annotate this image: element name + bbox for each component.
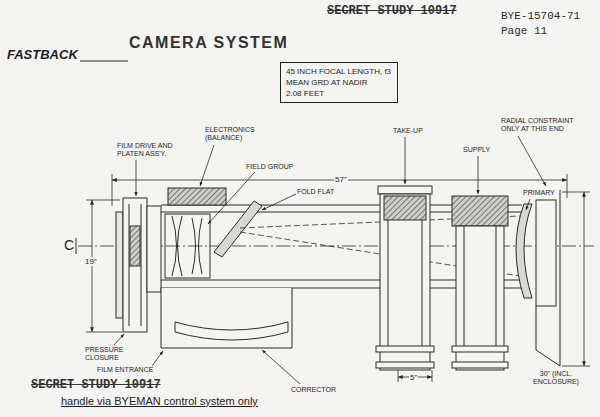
leader-line	[518, 136, 546, 186]
part-label: TAKE-UP	[392, 127, 424, 135]
dimension-lines	[86, 174, 590, 382]
film-drive-flange	[147, 206, 161, 292]
spec-box: 45 INCH FOCAL LENGTH, f3MEAN GRD AT NADI…	[280, 62, 398, 103]
enclosure-line	[560, 190, 561, 366]
spec-text: MEAN GRD AT NADIR	[286, 77, 368, 88]
security-marking: SECRET STUDY 10917	[326, 4, 458, 18]
leader-line	[152, 351, 163, 366]
spec-text: 2.08 FEET	[286, 88, 324, 99]
extension-line	[86, 200, 120, 201]
supply-shaft	[464, 226, 465, 346]
corrector-lens	[288, 322, 289, 332]
leader-line	[114, 334, 124, 345]
part-label: FOLD FLAT	[296, 188, 335, 196]
sheet-title: CAMERA SYSTEM	[128, 34, 289, 52]
take-up-disc	[376, 362, 434, 368]
supply-disc	[452, 346, 508, 352]
dimension-label: 19"	[84, 257, 98, 266]
take-up-frame	[380, 194, 430, 370]
field-lens	[178, 216, 183, 276]
extension-line	[86, 332, 122, 333]
spec-text: 45 INCH FOCAL LENGTH, f3	[286, 66, 391, 77]
supply-disc	[452, 362, 508, 368]
leader-line	[526, 199, 530, 210]
part-label: PRESSURE CLOSURE	[84, 346, 130, 362]
pressure-closure	[116, 212, 123, 318]
part-label: ELECTRONICS (BALANCE)	[204, 126, 262, 142]
leader-line	[136, 160, 137, 196]
primary-mirror	[516, 204, 532, 298]
dimension-line	[584, 192, 585, 366]
note-label: RADIAL CONSTRAINT ONLY AT THIS END	[500, 117, 584, 133]
leader-line	[200, 145, 214, 186]
extension-line	[432, 370, 433, 382]
take-up-shaft	[388, 220, 389, 346]
part-label: FILM DRIVE AND PLATEN ASS'Y.	[116, 142, 184, 158]
extension-line	[567, 174, 568, 198]
take-up-flange	[378, 186, 432, 194]
dimension-label: 57"	[334, 175, 348, 184]
title-underline	[80, 61, 128, 62]
platen-line	[141, 204, 142, 326]
centerline-symbol: C	[63, 238, 75, 253]
security-marking: SECRET STUDY 10917	[30, 378, 162, 392]
corrector-lens	[175, 322, 288, 330]
dimension-label: 30" (INCL. ENCLOSURE)	[516, 370, 596, 386]
camera-body	[76, 61, 594, 370]
extension-line	[562, 192, 590, 193]
leader-line	[405, 137, 406, 184]
take-up-shaft	[422, 220, 423, 346]
extension-line	[112, 174, 113, 206]
field-group-cell	[165, 214, 210, 278]
leader-line	[478, 156, 479, 194]
end-support	[536, 306, 560, 366]
platen-line	[129, 204, 130, 326]
end-housing	[536, 200, 556, 306]
centerline-mark	[76, 238, 77, 254]
platen	[130, 226, 140, 266]
extension-line	[398, 370, 399, 382]
program-name: FASTBACK	[6, 47, 79, 62]
electronics-box	[168, 188, 226, 205]
dimension-label: 5"	[409, 373, 418, 382]
part-label: SUPPLY	[462, 146, 491, 154]
take-up-disc	[376, 346, 434, 352]
part-label: FIELD GROUP	[245, 163, 294, 171]
dimension-line	[92, 200, 93, 332]
supply-roll	[452, 196, 508, 226]
corrector-lens	[175, 322, 176, 332]
part-label: FILM ENTRANCE	[96, 366, 154, 374]
extension-line	[562, 366, 590, 367]
corrector-lens	[175, 332, 288, 340]
leader-line	[262, 350, 300, 384]
leader-lines	[114, 136, 546, 384]
handling-caveat: handle via BYEMAN control system only	[60, 395, 259, 408]
field-lens	[172, 216, 177, 276]
field-lens	[199, 218, 203, 274]
take-up-roll	[384, 196, 426, 220]
film-drive-housing	[123, 198, 147, 332]
page-number: Page 11	[500, 25, 548, 38]
supply-shaft	[496, 226, 497, 346]
corrector-housing	[161, 288, 292, 348]
leader-line	[208, 172, 255, 224]
leader-line	[262, 194, 296, 210]
part-label: CORRECTOR	[290, 386, 337, 394]
part-label: PRIMARY	[522, 189, 556, 197]
field-lens	[192, 218, 196, 274]
document-number: BYE-15704-71	[500, 10, 581, 23]
